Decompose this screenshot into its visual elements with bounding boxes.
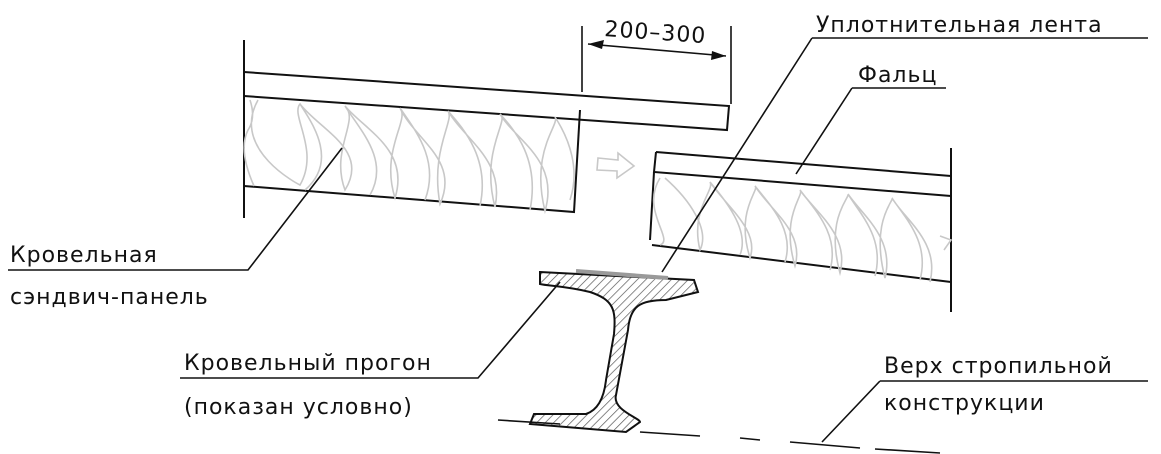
leader-fold: [795, 87, 946, 175]
dimension-label: 200–300: [604, 17, 707, 49]
sealing-tape-label: Уплотнительная лента: [816, 13, 1103, 38]
leader-lines: [8, 37, 1148, 443]
purlin-label-line2: (показан условно): [184, 395, 413, 420]
leader-sealing-tape: [661, 37, 1148, 273]
move-arrow-icon: [596, 151, 636, 180]
right-panel-top-sheet: [652, 151, 952, 197]
panel-label-line2: сэндвич-панель: [10, 285, 209, 310]
left-sandwich-panel: [243, 40, 731, 218]
dimension-line: [587, 43, 727, 57]
dimension-group: 200–300: [581, 17, 732, 104]
right-panel-insulation: [652, 177, 953, 283]
left-panel-bottom-sheet: [243, 109, 581, 214]
panel-label-line1: Кровельная: [10, 243, 158, 268]
sealing-tape: [575, 269, 669, 280]
rafter-label-line2: конструкции: [884, 391, 1045, 416]
rafter-top-line: [497, 419, 941, 454]
purlin-ibeam: [528, 269, 700, 434]
rafter-label-line1: Верх стропильной: [884, 354, 1113, 379]
purlin-section: [528, 270, 700, 434]
fold-label: Фальц: [858, 63, 937, 88]
right-sandwich-panel: [649, 148, 953, 312]
leader-purlin: [180, 281, 561, 379]
leader-panel: [8, 147, 343, 271]
dimension-arrow-right: [711, 51, 726, 60]
dimension-arrow-left: [588, 40, 604, 49]
right-panel-bottom-sheet: [649, 171, 952, 283]
purlin-label-line1: Кровельный прогон: [184, 351, 432, 376]
left-panel-top-sheet: [243, 71, 731, 132]
leader-rafter: [821, 380, 1148, 443]
left-panel-insulation: [243, 99, 575, 215]
